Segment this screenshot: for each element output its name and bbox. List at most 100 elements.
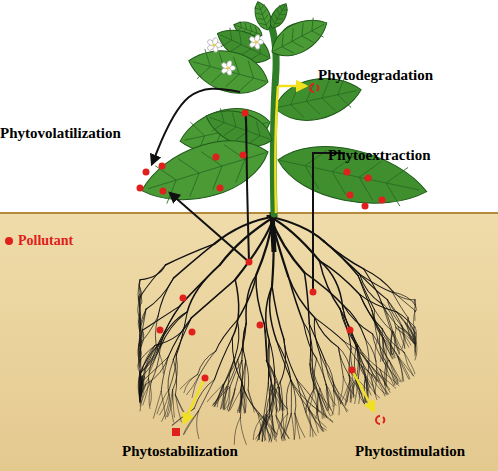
pollutant-dot <box>143 169 150 176</box>
root <box>367 361 382 379</box>
root <box>397 312 415 333</box>
root <box>168 318 191 357</box>
root <box>207 385 223 402</box>
root <box>385 360 388 385</box>
root <box>291 414 294 440</box>
root <box>199 351 216 375</box>
ground-line <box>0 212 498 214</box>
leaf-blade <box>134 127 275 215</box>
root <box>266 286 272 341</box>
root <box>244 361 245 390</box>
root <box>269 390 272 413</box>
stimulation-arrow <box>353 372 374 411</box>
root <box>173 318 191 360</box>
root <box>333 382 347 401</box>
root <box>414 333 415 352</box>
root <box>315 318 339 348</box>
root <box>333 382 343 403</box>
pollutant-dot <box>246 259 253 266</box>
root <box>324 241 360 274</box>
root <box>267 361 273 390</box>
xylem-flow <box>275 86 278 213</box>
pollutant-dot <box>240 152 247 159</box>
root <box>291 380 292 413</box>
root <box>173 355 178 390</box>
root <box>382 329 398 357</box>
root <box>393 292 415 310</box>
degraded-pollutant <box>376 416 384 424</box>
root <box>344 306 373 334</box>
root <box>364 377 366 402</box>
root <box>397 312 415 337</box>
root <box>221 386 228 408</box>
root <box>283 415 285 441</box>
pollutant-dot <box>242 110 249 117</box>
root <box>149 381 151 408</box>
root <box>345 381 350 406</box>
root <box>320 394 327 417</box>
root <box>213 385 224 405</box>
root <box>387 300 401 326</box>
root <box>320 355 333 382</box>
root <box>360 274 393 292</box>
legend-text: Pollutant <box>18 233 73 249</box>
root <box>144 345 157 377</box>
root <box>284 414 291 439</box>
root <box>413 327 415 335</box>
root <box>139 297 140 328</box>
root <box>303 323 312 360</box>
stabilized-pollutant <box>172 428 180 436</box>
root <box>297 380 309 411</box>
pollutant-dot <box>159 163 166 170</box>
root <box>180 374 198 389</box>
root <box>243 323 246 361</box>
root <box>320 389 327 411</box>
flower-center <box>212 43 215 46</box>
root-system <box>138 212 417 444</box>
root <box>304 272 343 305</box>
root <box>340 309 356 347</box>
root <box>240 417 246 444</box>
pollutant-dot <box>202 375 209 382</box>
root <box>360 274 383 304</box>
root <box>237 276 256 321</box>
root <box>320 389 329 411</box>
root <box>259 413 277 434</box>
root <box>267 361 272 390</box>
leaf-vein <box>189 47 270 96</box>
degradation-arrow <box>278 85 306 88</box>
root <box>242 323 246 360</box>
root <box>167 390 173 417</box>
root <box>288 276 303 322</box>
leaf <box>134 127 275 215</box>
root <box>415 300 417 309</box>
root <box>373 334 385 363</box>
root <box>383 338 393 359</box>
root <box>360 294 383 328</box>
root <box>160 312 187 348</box>
root <box>140 348 160 374</box>
root <box>140 374 142 400</box>
root <box>317 406 324 431</box>
root <box>404 352 413 375</box>
leaf-vein <box>269 2 290 28</box>
root <box>276 416 289 438</box>
root <box>343 308 358 346</box>
root <box>392 293 415 300</box>
root <box>165 244 214 265</box>
root <box>175 395 181 422</box>
root <box>314 359 317 389</box>
root <box>288 276 314 317</box>
root <box>264 323 266 361</box>
root <box>281 415 283 441</box>
root <box>326 384 333 406</box>
pollutant-dot <box>157 327 164 334</box>
pollutant-dot <box>347 327 354 334</box>
root <box>297 380 306 412</box>
root <box>264 323 267 361</box>
leaf-blade <box>273 135 432 217</box>
root <box>157 389 169 413</box>
root <box>315 318 345 342</box>
root <box>389 360 398 383</box>
root <box>138 297 140 319</box>
